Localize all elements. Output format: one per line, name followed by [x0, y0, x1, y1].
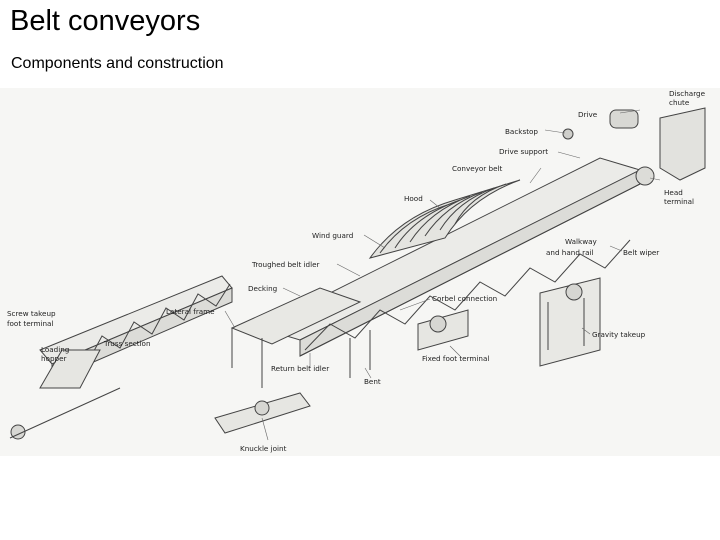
conveyor-diagram: Discharge chute Drive Backstop Drive sup…	[0, 88, 720, 456]
label-discharge-chute-1: Discharge	[669, 89, 706, 98]
label-backstop: Backstop	[505, 127, 538, 136]
gravity-takeup-shape	[539, 277, 601, 367]
slide-title: Belt conveyors	[10, 5, 201, 37]
label-bent: Bent	[364, 377, 381, 386]
slide-subtitle: Components and construction	[11, 55, 224, 72]
label-loading-hopper-2: hopper	[41, 354, 66, 363]
label-loading-hopper-1: Loading	[41, 345, 69, 354]
label-return-belt-idler: Return belt idler	[271, 364, 329, 373]
label-troughed-belt-idler: Troughed belt idler	[251, 260, 320, 269]
label-fixed-foot-terminal: Fixed foot terminal	[422, 354, 489, 363]
label-walkway-1: Walkway	[565, 237, 597, 246]
conveyor-illustration: Discharge chute Drive Backstop Drive sup…	[7, 89, 706, 453]
hood-shape	[368, 179, 521, 259]
fixed-foot-terminal-shape	[417, 309, 469, 351]
label-truss-section: Truss section	[103, 339, 151, 348]
label-walkway-2: and hand rail	[546, 248, 594, 257]
label-discharge-chute-2: chute	[669, 98, 690, 107]
label-decking: Decking	[248, 284, 277, 293]
label-head-terminal-1: Head	[664, 188, 683, 197]
lateral-frame-shape	[230, 287, 371, 388]
knuckle-joint-shape	[214, 392, 311, 434]
label-drive: Drive	[578, 110, 598, 119]
label-wind-guard: Wind guard	[312, 231, 353, 240]
label-lateral-frame: Lateral frame	[166, 307, 215, 316]
label-screw-takeup-1: Screw takeup	[7, 309, 56, 318]
leader-lines	[224, 109, 661, 441]
label-drive-support: Drive support	[499, 147, 548, 156]
label-gravity-takeup: Gravity takeup	[592, 330, 646, 339]
label-hood: Hood	[404, 194, 423, 203]
label-head-terminal-2: terminal	[664, 197, 694, 206]
label-conveyor-belt: Conveyor belt	[452, 164, 503, 173]
truss-section-shape	[9, 275, 233, 440]
label-belt-wiper: Belt wiper	[623, 248, 659, 257]
label-screw-takeup-2: foot terminal	[7, 319, 53, 328]
label-knuckle-joint: Knuckle joint	[240, 444, 287, 453]
head-terminal-shape	[562, 107, 706, 186]
main-conveyor-frame	[258, 157, 642, 357]
label-corbel-connection: Corbel connection	[432, 294, 497, 303]
